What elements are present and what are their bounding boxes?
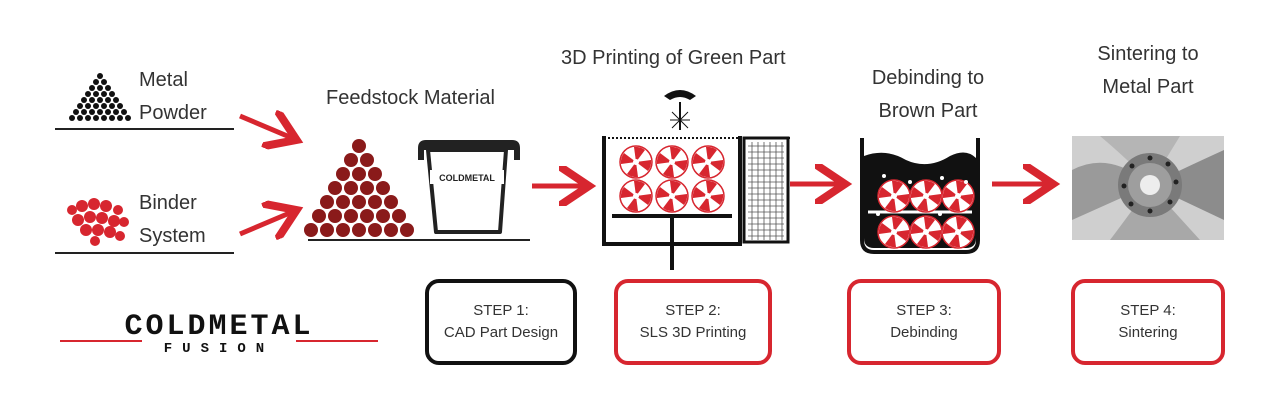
- sintering-title: Sintering to Metal Part: [1097, 43, 1199, 98]
- metal-powder-label: Metal Powder: [139, 69, 207, 124]
- step-2-name: SLS 3D Printing: [639, 324, 747, 341]
- step-2-number: STEP 2:: [665, 302, 721, 319]
- logo-wordmark: COLDMETAL: [124, 310, 313, 344]
- step-3-number: STEP 3:: [896, 302, 952, 319]
- step-2-box: STEP 2: SLS 3D Printing: [614, 279, 772, 365]
- step-1-number: STEP 1:: [473, 302, 529, 319]
- feedstock-machine-icon: COLDMETAL: [418, 140, 520, 234]
- feedstock-pellets-icon: [304, 139, 414, 237]
- binder-system-label: Binder System: [139, 192, 206, 247]
- step-3-name: Debinding: [890, 324, 958, 341]
- step-4-box: STEP 4: Sintering: [1071, 279, 1225, 365]
- debinding-tank-icon: [860, 138, 980, 254]
- binder-system-icon: [67, 198, 129, 246]
- metal-powder-icon: [69, 73, 131, 121]
- sls-printer-icon: [602, 90, 790, 270]
- logo-subword: FUSION: [164, 341, 274, 354]
- machine-logo: COLDMETAL: [439, 173, 495, 183]
- printing-title: 3D Printing of Green Part: [561, 47, 786, 69]
- step-4-name: Sintering: [1118, 324, 1178, 341]
- arrow-metal-to-feedstock: [239, 116, 292, 138]
- sintered-impeller-icon: [1072, 136, 1224, 240]
- step-4-number: STEP 4:: [1120, 302, 1176, 319]
- step-1-name: CAD Part Design: [443, 324, 559, 341]
- arrow-binder-to-feedstock: [239, 212, 292, 234]
- step-1-box: STEP 1: CAD Part Design: [425, 279, 577, 365]
- debinding-title: Debinding to Brown Part: [871, 67, 985, 122]
- coldmetal-fusion-logo: COLDMETAL FUSION: [60, 310, 378, 354]
- step-3-box: STEP 3: Debinding: [847, 279, 1001, 365]
- feedstock-title: Feedstock Material: [326, 87, 495, 109]
